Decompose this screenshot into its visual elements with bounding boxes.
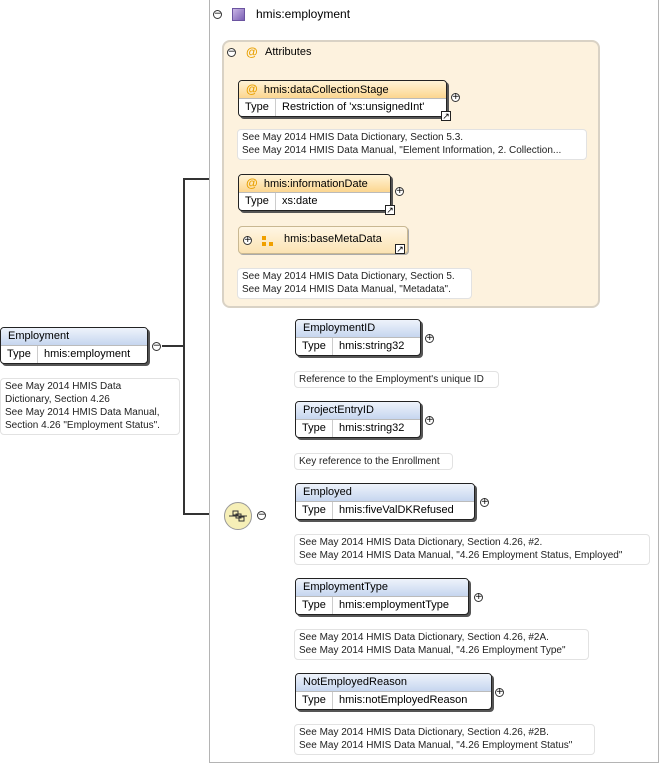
root-documentation: See May 2014 HMIS Data Dictionary, Secti… <box>0 378 180 435</box>
element-name: ProjectEntryID <box>296 402 420 420</box>
element-expand-icon[interactable]: + <box>425 333 434 343</box>
attribute-data-collection-stage[interactable]: @ hmis:dataCollectionStage Type Restrict… <box>238 80 447 117</box>
complex-type-collapse-icon[interactable]: − <box>213 9 222 19</box>
root-type-label: Type <box>1 346 38 363</box>
element-expand-icon[interactable]: + <box>495 687 504 697</box>
element-name: EmploymentType <box>296 579 468 597</box>
attribute-type-value: xs:date <box>282 195 318 207</box>
element-type-value: hmis:notEmployedReason <box>339 694 468 706</box>
element-expand-icon[interactable]: + <box>425 415 434 425</box>
link-arrow-icon[interactable]: ↗ <box>395 244 405 254</box>
attribute-at-icon: @ <box>246 82 258 96</box>
attribute-type-value: Restriction of 'xs:unsignedInt' <box>282 101 425 113</box>
root-element-employment[interactable]: Employment Type hmis:employment <box>0 327 148 364</box>
attribute-type-label: Type <box>239 99 276 116</box>
attributes-at-icon: @ <box>246 45 258 59</box>
attribute-expand-icon[interactable]: + <box>451 92 460 102</box>
element-documentation: See May 2014 HMIS Data Dictionary, Secti… <box>294 534 650 565</box>
attribute-group-name: hmis:baseMetaData <box>284 233 382 245</box>
attributes-title: Attributes <box>265 46 312 58</box>
attribute-type-label: Type <box>239 193 276 210</box>
element-not-employed-reason[interactable]: NotEmployedReason Type hmis:notEmployedR… <box>295 673 492 710</box>
element-name: EmploymentID <box>296 320 420 338</box>
link-arrow-icon[interactable]: ↗ <box>385 205 395 215</box>
attribute-information-date[interactable]: @ hmis:informationDate Type xs:date <box>238 174 391 211</box>
element-name: NotEmployedReason <box>296 674 491 692</box>
element-type-value: hmis:string32 <box>339 340 405 352</box>
sequence-collapse-icon[interactable]: − <box>257 510 266 520</box>
element-expand-icon[interactable]: + <box>480 497 489 507</box>
element-documentation: See May 2014 HMIS Data Dictionary, Secti… <box>294 629 589 660</box>
element-project-entry-id[interactable]: ProjectEntryID Type hmis:string32 <box>295 401 421 438</box>
root-type-value: hmis:employment <box>44 348 131 360</box>
attribute-group-base-metadata[interactable]: + hmis:baseMetaData <box>238 226 408 254</box>
element-type-value: hmis:fiveValDKRefused <box>339 504 454 516</box>
complex-type-title: hmis:employment <box>256 7 351 21</box>
complex-type-icon <box>232 8 245 21</box>
element-type-label: Type <box>296 338 333 355</box>
attribute-documentation: See May 2014 HMIS Data Dictionary, Secti… <box>237 129 587 160</box>
attributes-collapse-icon[interactable]: − <box>227 47 236 57</box>
element-type-value: hmis:employmentType <box>339 599 450 611</box>
root-element-name: Employment <box>1 328 147 346</box>
attribute-name: hmis:informationDate <box>263 178 368 190</box>
attribute-name: hmis:dataCollectionStage <box>263 84 389 96</box>
element-expand-icon[interactable]: + <box>474 592 483 602</box>
element-type-label: Type <box>296 502 333 519</box>
attribute-group-expand-icon[interactable]: + <box>243 235 252 245</box>
attribute-expand-icon[interactable]: + <box>395 186 404 196</box>
element-employed[interactable]: Employed Type hmis:fiveValDKRefused <box>295 483 475 520</box>
attribute-at-icon: @ <box>246 176 258 190</box>
element-documentation: Reference to the Employment's unique ID <box>294 371 499 388</box>
attribute-group-icon <box>262 236 274 246</box>
element-documentation: Key reference to the Enrollment <box>294 453 453 470</box>
sequence-icon[interactable] <box>224 502 252 530</box>
link-arrow-icon[interactable]: ↗ <box>441 111 451 121</box>
element-type-value: hmis:string32 <box>339 422 405 434</box>
element-employment-type[interactable]: EmploymentType Type hmis:employmentType <box>295 578 469 615</box>
element-name: Employed <box>296 484 474 502</box>
element-type-label: Type <box>296 597 333 614</box>
element-employment-id[interactable]: EmploymentID Type hmis:string32 <box>295 319 421 356</box>
root-collapse-icon[interactable]: − <box>152 341 161 351</box>
attribute-group-documentation: See May 2014 HMIS Data Dictionary, Secti… <box>237 268 472 299</box>
element-type-label: Type <box>296 420 333 437</box>
element-type-label: Type <box>296 692 333 709</box>
element-documentation: See May 2014 HMIS Data Dictionary, Secti… <box>294 724 595 755</box>
